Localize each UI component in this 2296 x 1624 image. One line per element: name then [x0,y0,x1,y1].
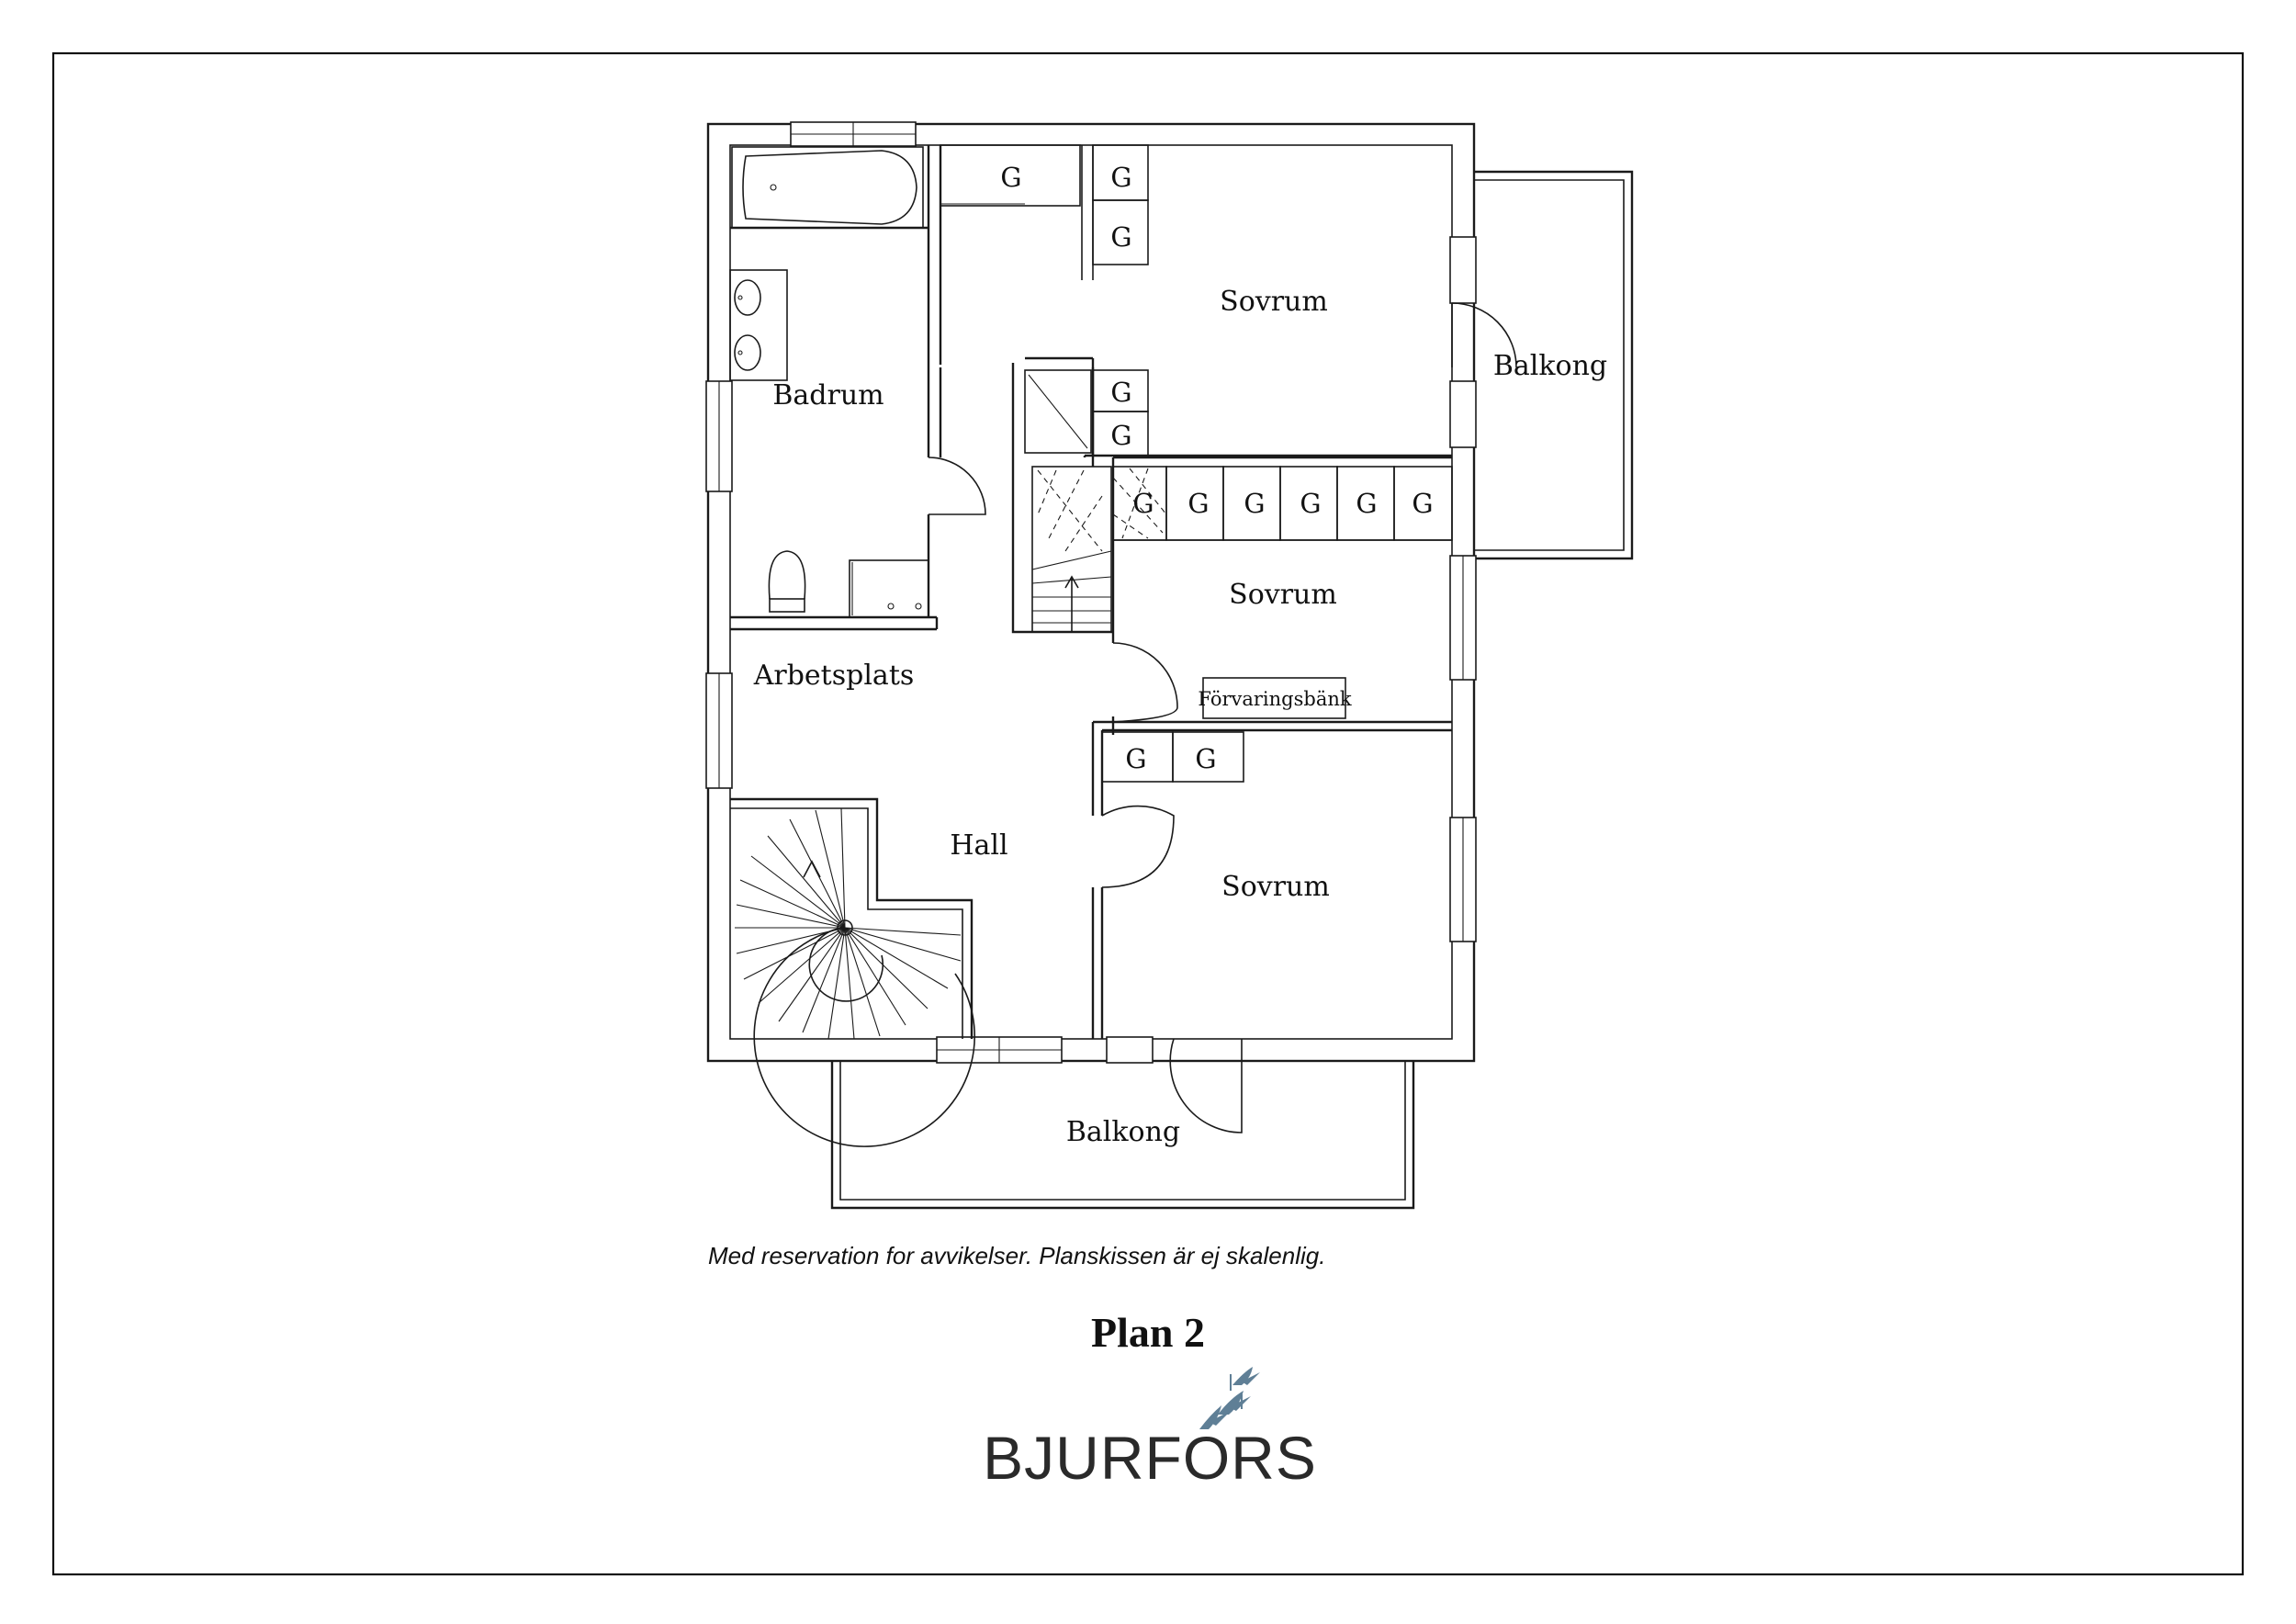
windows [705,121,1477,1064]
room-label-badrum: Badrum [772,379,884,412]
stair-spiral [730,797,976,1147]
shower [849,559,929,618]
sheet-border [51,51,2245,1576]
balcony-right [1474,170,1634,560]
closet-label: G [1195,743,1216,774]
outer-walls [706,122,1476,1063]
closet-label: G [1110,162,1131,193]
disclaimer-text: Med reservation for avvikelser. Planskis… [708,1242,1325,1269]
storage-bench-label: Förvaringsbänk [1198,688,1351,710]
closet-label: G [1412,488,1433,519]
closets [940,144,1453,783]
closet-label: G [1110,221,1131,253]
toilet [768,550,806,613]
interior-walls [730,145,1452,1039]
closet-label: G [1000,162,1021,193]
bathtub [731,146,924,229]
closet-label: G [1244,488,1265,519]
closet-label: G [1125,743,1146,774]
brand-wordmark: BJURFORS [983,1424,1317,1492]
room-label-arbetsplats: Arbetsplats [753,660,915,692]
closet-label: G [1187,488,1209,519]
closet-label: G [1356,488,1377,519]
room-label-sovrum-bottom: Sovrum [1221,871,1330,903]
plan-title: Plan 2 [1091,1309,1205,1356]
closet-label: G [1110,420,1131,451]
room-label-balkong-bottom: Balkong [1066,1116,1180,1148]
room-label-sovrum-top: Sovrum [1220,286,1328,318]
closet-label: G [1300,488,1321,519]
sink-cabinet [729,269,788,381]
room-label-balkong-right: Balkong [1493,350,1607,382]
stair-upper [1031,466,1167,633]
storage-bench [1202,677,1346,719]
doors [928,302,1517,1133]
closet-label: G [1132,488,1154,519]
closet-label: G [1110,377,1131,408]
balcony-bottom [830,1061,1415,1210]
room-label-hall: Hall [950,829,1007,862]
room-label-sovrum-mid: Sovrum [1229,579,1337,611]
birds-logo-icon [1199,1367,1260,1429]
